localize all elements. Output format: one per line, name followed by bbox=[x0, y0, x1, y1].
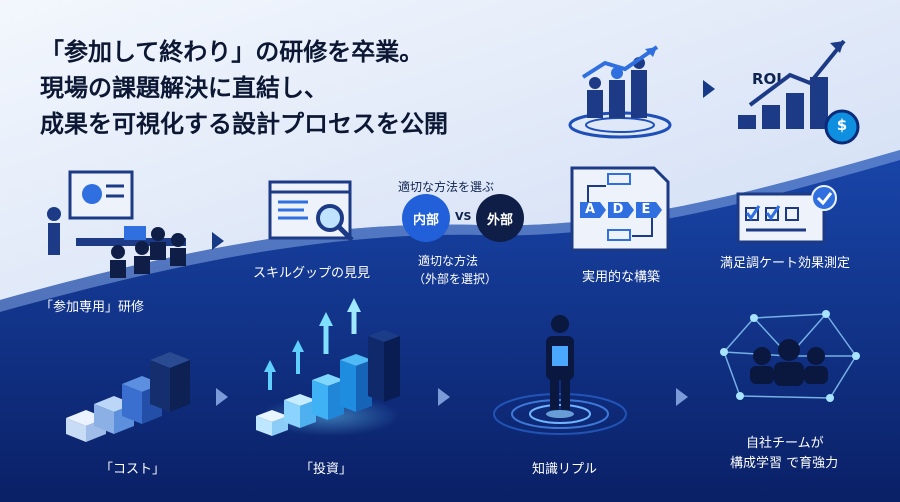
headline-line-1: 「参加して終わり」の研修を卒業。 bbox=[40, 38, 424, 66]
survey-label: 満足調ケート効果測定 bbox=[720, 256, 851, 271]
vs-label: VS bbox=[455, 210, 472, 223]
team-label-line2: 構成学習 で育強力 bbox=[730, 456, 839, 471]
skill-gap-search-icon bbox=[268, 180, 354, 242]
external-option: 外部 bbox=[476, 194, 524, 242]
headline-line-2: 現場の課題解決に直結し、 bbox=[40, 74, 328, 102]
arrow-right-icon bbox=[676, 388, 688, 406]
cost-steps-icon bbox=[66, 352, 190, 442]
flow-step-d: D bbox=[612, 202, 624, 217]
presenter-training-icon bbox=[47, 170, 186, 278]
roi-chart-icon bbox=[738, 39, 860, 145]
survey-checklist-icon bbox=[736, 185, 837, 244]
practical-build-label: 実用的な構築 bbox=[582, 270, 661, 285]
headline: 「参加して終わり」の研修を卒業。 現場の課題解決に直結し、 成果を可視化する設計… bbox=[40, 34, 560, 142]
internal-option: 内部 bbox=[402, 194, 450, 242]
knowledge-ripple-label: 知識リプル bbox=[532, 462, 598, 477]
training-label: 「参加専用」研修 bbox=[40, 300, 145, 315]
cost-label: 「コスト」 bbox=[100, 462, 166, 477]
flow-document-icon bbox=[570, 166, 670, 252]
growth-team-icon bbox=[568, 45, 672, 139]
skill-gap-label: スキルグップの見見 bbox=[253, 266, 371, 281]
team-network-icon bbox=[720, 310, 860, 402]
roi-label: ROI bbox=[752, 70, 782, 88]
arrow-right-icon bbox=[438, 388, 450, 406]
flow-step-e: E bbox=[641, 202, 651, 217]
choose-method-title: 適切な方法を選ぶ bbox=[398, 180, 495, 194]
investment-growth-icon bbox=[256, 298, 400, 436]
investment-label: 「投資」 bbox=[300, 462, 353, 477]
arrow-right-icon bbox=[216, 388, 228, 406]
flow-step-a: A bbox=[584, 202, 596, 217]
dollar-icon: $ bbox=[836, 116, 848, 134]
arrow-right-icon bbox=[703, 80, 715, 98]
choose-caption-line2: （外部を選択） bbox=[413, 272, 498, 286]
team-label-line1: 自社チームが bbox=[746, 436, 824, 451]
knowledge-ripple-icon bbox=[493, 315, 627, 435]
choose-caption-line1: 適切な方法 bbox=[418, 254, 479, 268]
headline-line-3: 成果を可視化する設計プロセスを公開 bbox=[40, 110, 448, 138]
arrow-right-icon bbox=[212, 232, 224, 250]
